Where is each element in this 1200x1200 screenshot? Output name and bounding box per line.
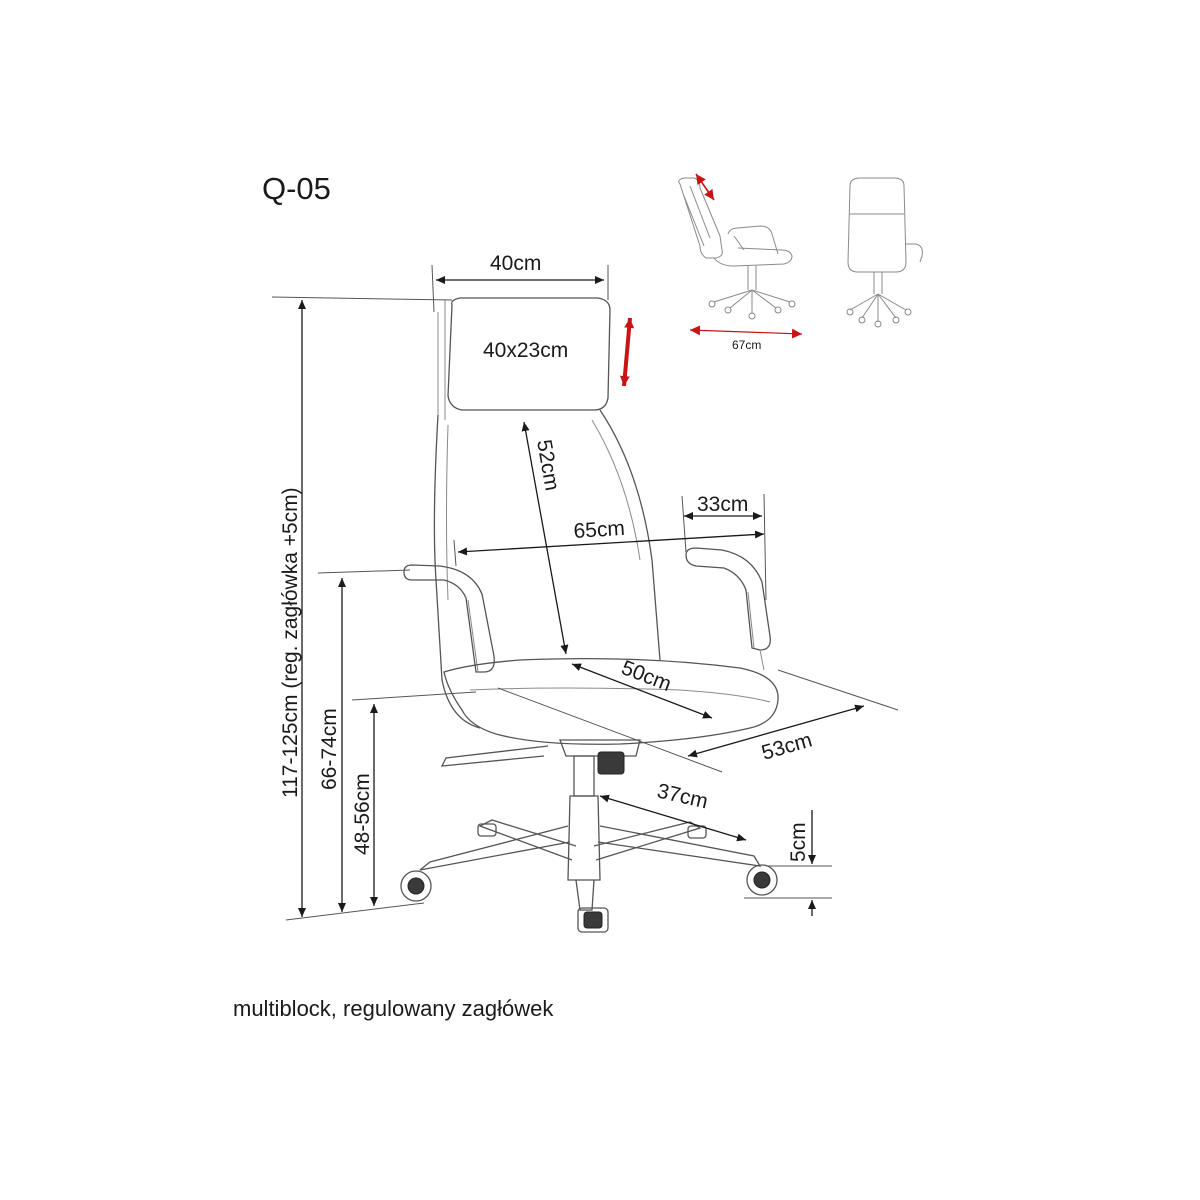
model-title: Q-05	[262, 171, 331, 206]
side-recline-arrow	[695, 173, 715, 201]
seat	[443, 657, 779, 745]
dim-overall-width: 65cm	[453, 517, 765, 567]
label-total-height: 117-125cm (reg. zagłówka +5cm)	[279, 487, 302, 798]
label-armrest-height: 66-74cm	[318, 708, 341, 790]
back-view	[846, 177, 923, 328]
headrest	[447, 297, 611, 411]
chair-drawing	[400, 297, 779, 933]
label-overall-width: 65cm	[573, 517, 626, 543]
label-seat-height: 48-56cm	[351, 773, 374, 855]
caster-left	[400, 870, 432, 902]
label-wheel-height: 5cm	[787, 822, 810, 862]
dim-total-height: 117-125cm (reg. zagłówka +5cm)	[271, 296, 453, 921]
base-star	[419, 819, 762, 911]
dim-seat-depth: 50cm	[571, 656, 713, 719]
caster-front	[577, 907, 609, 933]
caster-right	[746, 864, 778, 896]
caption: multiblock, regulowany zagłówek	[233, 996, 554, 1021]
dim-backrest-height: 52cm	[521, 421, 569, 655]
dim-armrest-height: 66-74cm	[317, 569, 411, 912]
dim-wheel-height: 5cm	[744, 810, 832, 916]
adjust-knob	[597, 751, 625, 775]
label-headrest-size: 40x23cm	[483, 339, 568, 362]
caster-back-left	[477, 823, 497, 837]
dim-armrest-length: 33cm	[681, 493, 767, 601]
label-seat-depth: 50cm	[618, 656, 674, 696]
left-armrest	[403, 564, 495, 673]
right-armrest	[685, 547, 771, 651]
side-view: 67cm	[678, 173, 803, 352]
label-headrest-width: 40cm	[490, 252, 541, 275]
label-armrest-length: 33cm	[697, 493, 748, 516]
dim-overall-depth: 53cm	[497, 669, 899, 773]
label-base-radius: 37cm	[655, 779, 710, 813]
gas-lift	[573, 755, 595, 797]
dim-seat-height: 48-56cm	[351, 691, 477, 906]
mechanism	[559, 739, 641, 757]
label-backrest-height: 52cm	[532, 438, 564, 493]
dim-headrest-width: 40cm	[431, 252, 609, 313]
headrest-adjust-arrow	[619, 317, 635, 387]
label-recline-depth: 67cm	[732, 338, 761, 352]
side-depth-line	[689, 325, 803, 339]
